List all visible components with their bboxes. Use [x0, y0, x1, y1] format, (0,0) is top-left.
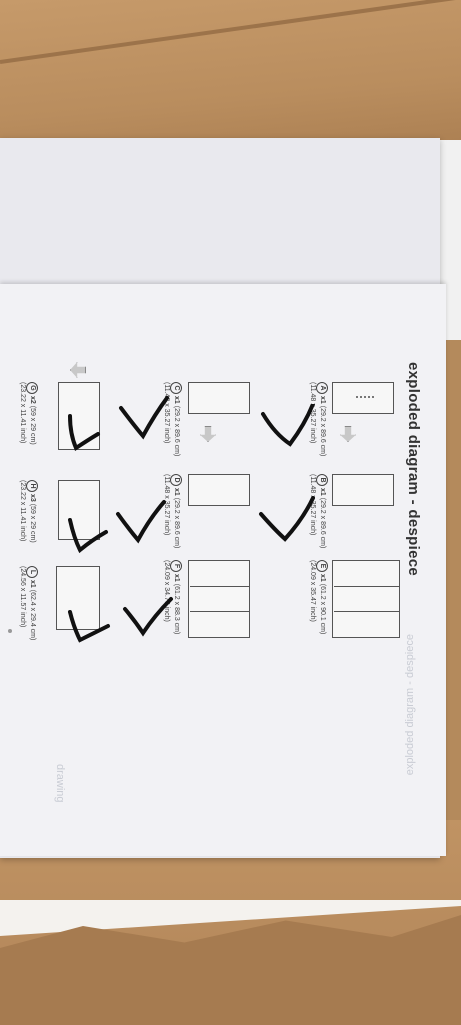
part-d-qty: x1 — [173, 488, 180, 496]
part-g-size-in: (23.22 x 11.41 inch) — [19, 382, 26, 444]
arrow-icon — [70, 362, 86, 378]
part-h-size-cm: (59 x 29 cm) — [29, 503, 36, 543]
panel-a-drawing — [332, 382, 394, 414]
checkmark-icon — [123, 597, 173, 637]
part-l-qty: x1 — [29, 580, 36, 588]
part-e-size-in: (24.09 x 35.47 inch) — [309, 560, 316, 622]
torn-cardboard — [0, 915, 461, 1025]
part-b-qty: x1 — [319, 488, 326, 496]
part-g-label: Gx2 (59 x 29 cm)(23.22 x 11.41 inch) — [17, 382, 38, 445]
part-h-size-in: (23.22 x 11.41 inch) — [19, 480, 26, 542]
instruction-sheet: exploded diagram - despiece Ax1 (29.2 x … — [0, 284, 446, 856]
panel-d-drawing — [188, 474, 250, 506]
part-f-letter: F — [170, 560, 182, 572]
panel-b-drawing — [332, 474, 394, 506]
part-e-letter: E — [316, 560, 328, 572]
part-d-letter: D — [170, 474, 182, 486]
part-a-size-cm: (29.2 x 89.6 cm) — [319, 405, 326, 457]
checkmark-icon — [68, 414, 100, 451]
part-h-label: Hx3 (59 x 29 cm)(23.22 x 11.41 inch) — [17, 480, 38, 543]
part-l-label: Lx1 (62.4 x 29.4 cm)(24.56 x 11.57 inch) — [17, 566, 38, 640]
show-through-text: exploded diagram - despiece — [404, 634, 416, 776]
part-l-size-in: (24.56 x 11.57 inch) — [19, 566, 26, 628]
part-b-size-cm: (29.2 x 89.6 cm) — [319, 497, 326, 549]
arrow-icon — [340, 426, 356, 442]
paper-dot — [8, 629, 12, 633]
part-a-qty: x1 — [319, 396, 326, 404]
cardboard-box-top — [0, 0, 461, 160]
part-g-size-cm: (59 x 29 cm) — [29, 405, 36, 445]
rotated-diagram: exploded diagram - despiece Ax1 (29.2 x … — [0, 284, 446, 844]
part-e-label: Ex1 (61.2 x 90.1 cm)(24.09 x 35.47 inch) — [307, 560, 328, 634]
part-g-qty: x2 — [29, 396, 36, 404]
part-e-size-cm: (61.2 x 90.1 cm) — [319, 583, 326, 635]
part-h-letter: H — [26, 480, 38, 492]
checkmark-icon — [119, 396, 169, 440]
panel-a-holes — [356, 396, 374, 398]
part-d-size-cm: (29.2 x 89.6 cm) — [173, 497, 180, 549]
part-e-qty: x1 — [319, 574, 326, 582]
show-through-text: drawing — [54, 764, 66, 803]
panel-e-divider — [334, 586, 400, 612]
part-b-letter: B — [316, 474, 328, 486]
checkmark-icon — [116, 500, 166, 544]
part-g-letter: G — [26, 382, 38, 394]
part-h-qty: x3 — [29, 494, 36, 502]
panel-c-drawing — [188, 382, 250, 414]
panel-f-divider — [190, 586, 250, 612]
arrow-icon — [200, 426, 216, 442]
cardboard-seam — [0, 0, 457, 64]
part-f-qty: x1 — [173, 574, 180, 582]
diagram-title: exploded diagram - despiece — [405, 362, 422, 576]
checkmark-icon — [259, 496, 315, 542]
checkmark-icon — [261, 404, 315, 447]
checkmark-icon — [68, 518, 108, 554]
part-c-letter: C — [170, 382, 182, 394]
part-l-letter: L — [26, 566, 38, 578]
part-a-letter: A — [316, 382, 328, 394]
part-l-size-cm: (62.4 x 29.4 cm) — [29, 589, 36, 641]
checkmark-icon — [68, 610, 110, 643]
